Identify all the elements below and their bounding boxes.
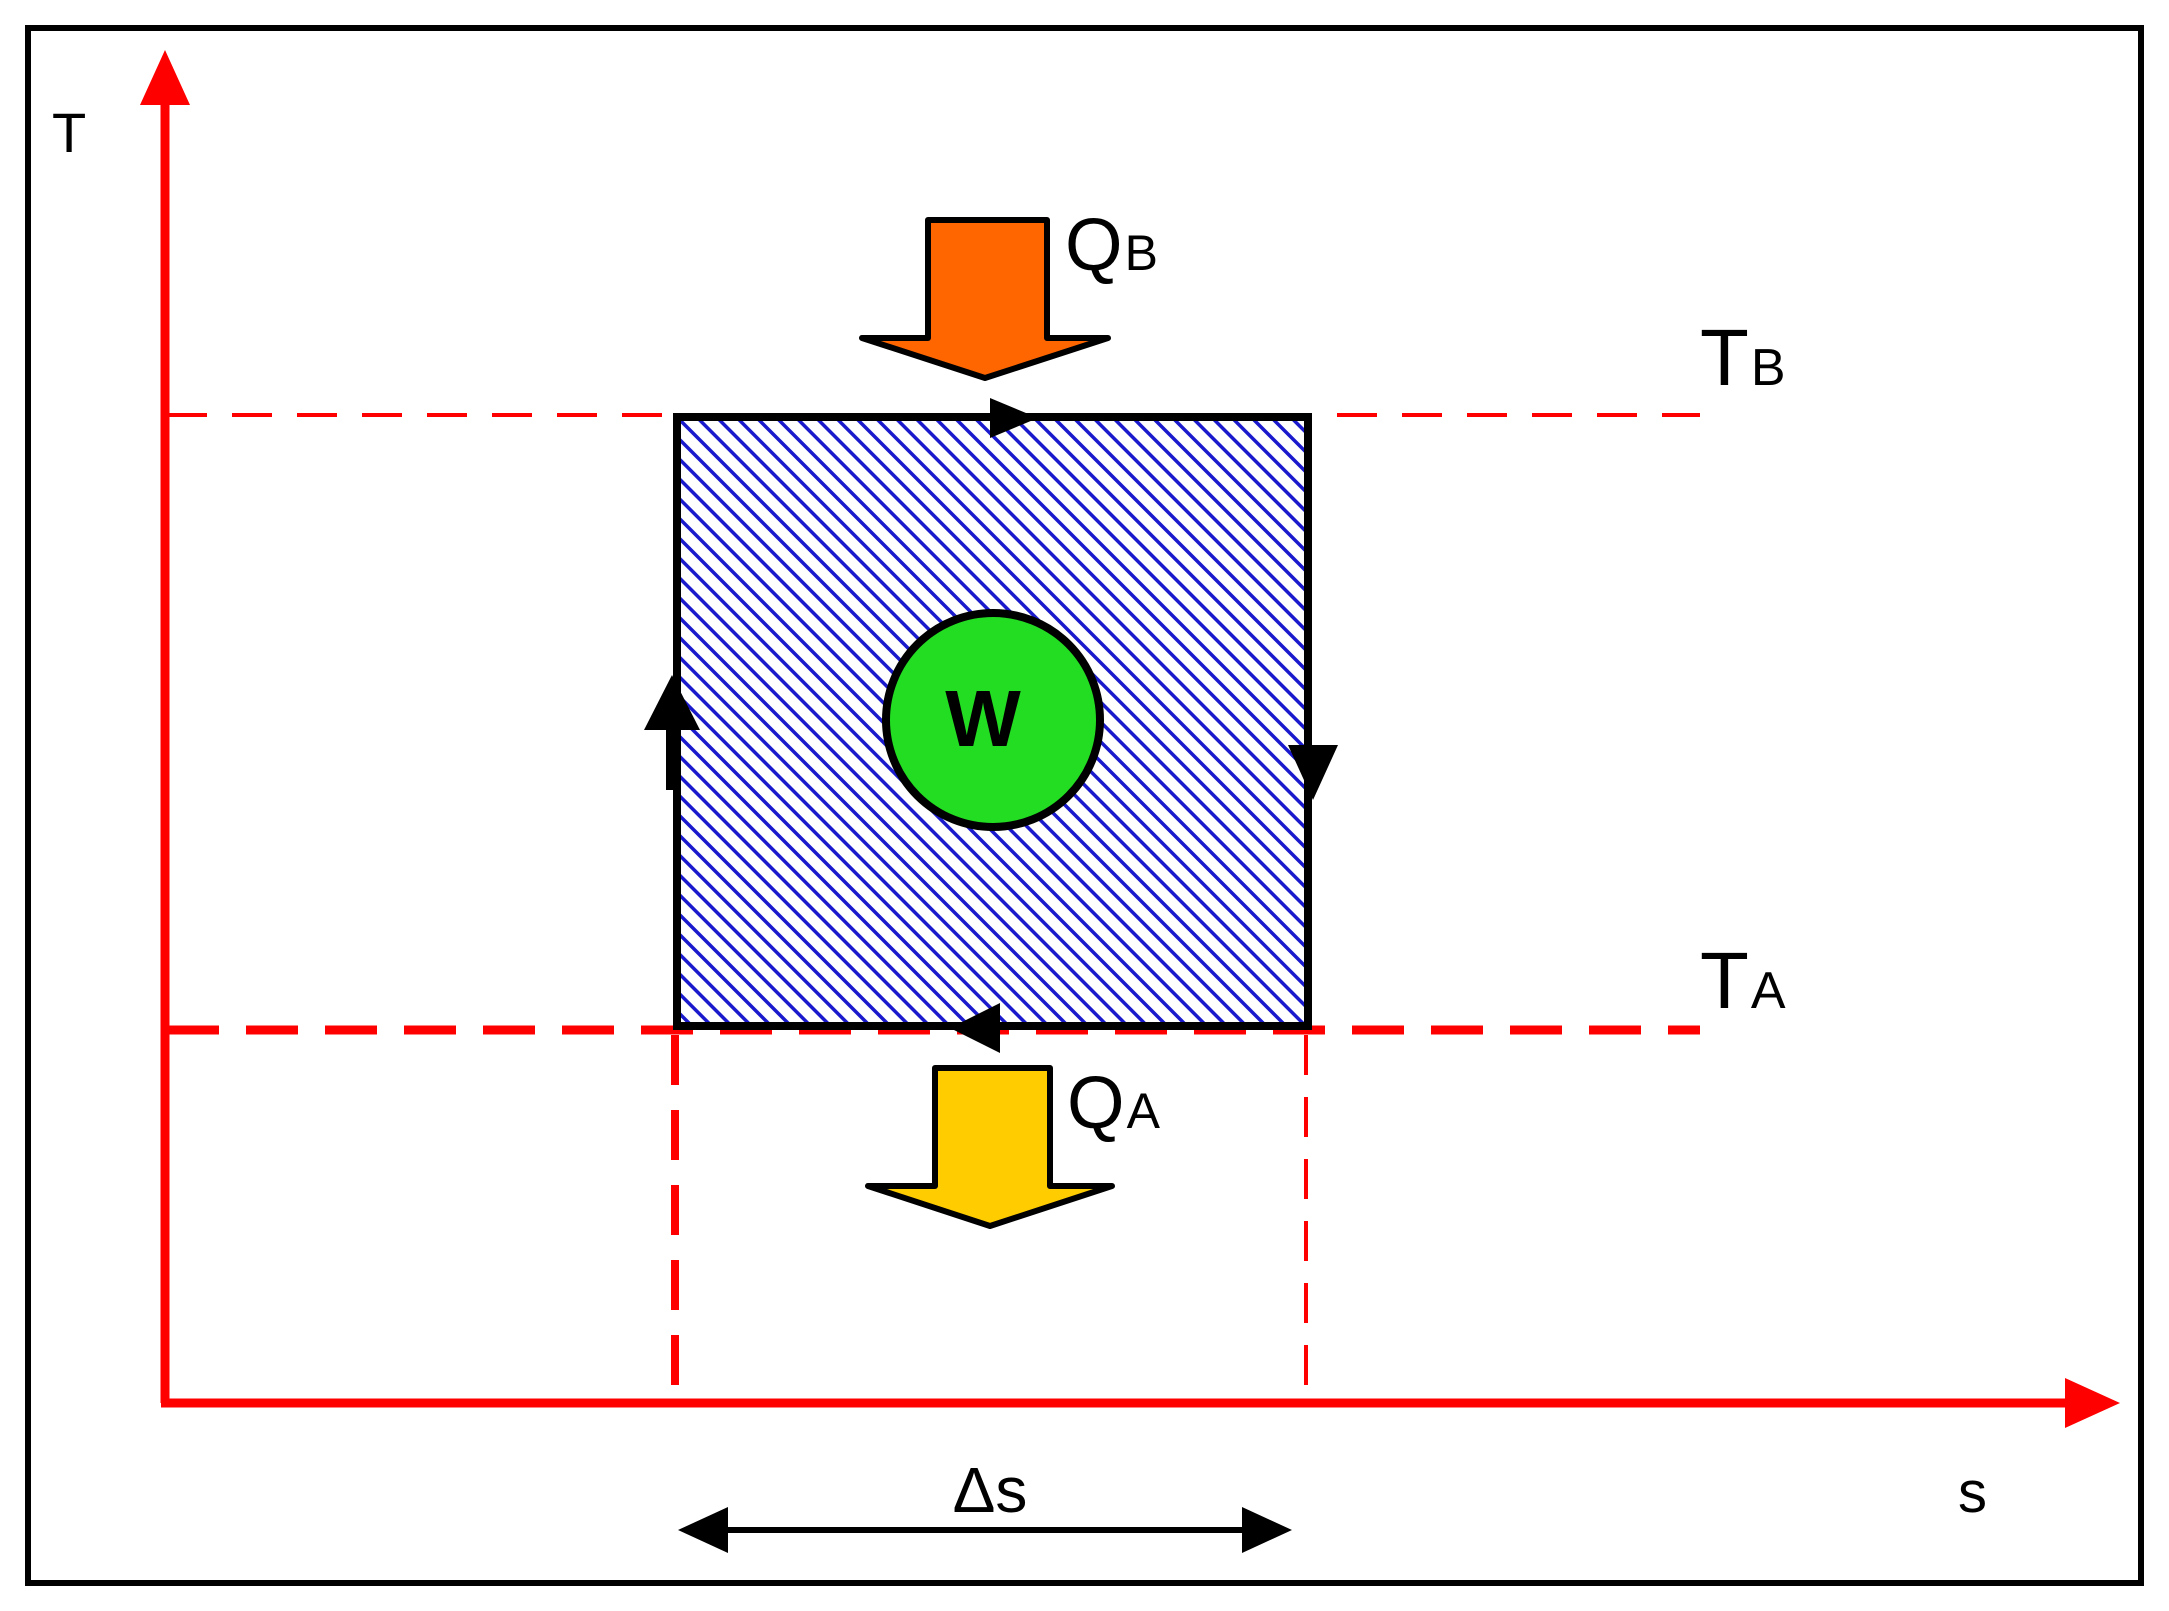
bottom-edge-arrow-icon — [950, 1003, 1000, 1053]
right-edge-arrow-icon — [1288, 745, 1338, 800]
q-in-arrow-icon — [859, 217, 1111, 381]
top-edge-arrow-icon — [990, 398, 1038, 438]
s-axis-label: s — [1958, 1460, 1987, 1525]
t-axis-label: T — [52, 101, 86, 164]
q-in-label: QB — [1065, 203, 1158, 286]
delta-s-arrow-right-icon — [1242, 1507, 1292, 1553]
delta-s-label: Δs — [953, 1454, 1028, 1526]
q-out-arrow-icon — [865, 1065, 1115, 1229]
work-label: W — [945, 674, 1021, 763]
work-circle — [882, 609, 1104, 831]
t-low-label: TA — [1700, 936, 1786, 1025]
s-axis-arrow-icon — [2065, 1378, 2120, 1428]
t-axis-arrow-icon — [140, 50, 190, 105]
q-out-label: QA — [1067, 1061, 1161, 1144]
t-high-label: TB — [1700, 313, 1786, 402]
delta-s-arrow-left-icon — [678, 1507, 728, 1553]
left-edge-arrow-icon — [644, 675, 700, 730]
